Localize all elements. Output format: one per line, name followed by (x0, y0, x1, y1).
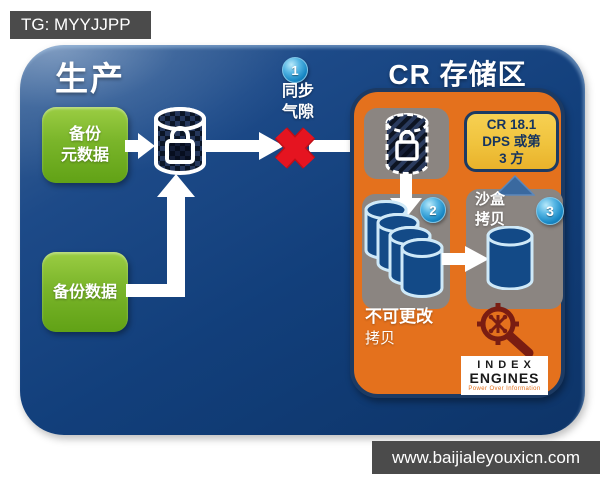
cr-storage-section-title: CR 存储区 (388, 59, 527, 90)
sandbox-label-line1: 沙盒 (475, 191, 506, 208)
tg-watermark-text: TG: MYYJJPP (21, 15, 131, 34)
arrow-data-to-vault-elbow (126, 174, 195, 297)
site-watermark-text: www.baijialeyouxicn.com (391, 447, 581, 467)
step-1-number: 1 (291, 62, 299, 78)
tg-watermark: TG: MYYJJPP (10, 11, 151, 39)
cr-software-line3: 3 方 (499, 151, 524, 166)
sandbox-copy-label: 沙盒 拷贝 (475, 190, 505, 230)
cr-vault-cylinder-icon (385, 113, 429, 175)
cr-software-line1: CR 18.1 (486, 117, 537, 132)
logo-tagline: Power Over Information (468, 386, 541, 392)
logo-name-line2: ENGINES (469, 370, 540, 386)
cr-storage-container: CR 18.1 DPS 或第 3 方 (350, 88, 565, 398)
backup-metadata-line1: 备份 (68, 126, 101, 143)
production-vault-cylinder-icon (154, 107, 206, 175)
red-x-icon (274, 127, 316, 169)
backup-data-box: 备份数据 (42, 252, 128, 332)
arrow-immutable-to-sandbox (442, 246, 489, 272)
arrow-vault-to-airgap (203, 132, 284, 160)
airgap-label-line2: 气隙 (281, 104, 314, 121)
step-2-number: 2 (429, 202, 437, 218)
backup-metadata-box: 备份 元数据 (42, 107, 128, 183)
cr-software-box: CR 18.1 DPS 或第 3 方 (464, 111, 559, 172)
cr-software-line2: DPS 或第 (482, 134, 541, 149)
immutable-caption-line2: 拷贝 (365, 330, 396, 347)
lock-icon (395, 130, 419, 161)
airgap-label: 同步 气隙 (276, 81, 320, 123)
step-badge-3: 3 (536, 197, 564, 225)
lock-icon (165, 126, 195, 164)
step-3-number: 3 (546, 203, 554, 219)
step-badge-2: 2 (420, 197, 446, 223)
immutable-copy-caption: 不可更改 拷贝 (365, 306, 433, 348)
index-engines-logo: INDEX ENGINES Power Over Information (461, 356, 548, 395)
arrow-metadata-to-vault (125, 133, 155, 159)
step-badge-1: 1 (282, 57, 308, 83)
sandbox-cylinder-icon (486, 226, 534, 290)
immutable-caption-line1: 不可更改 (365, 307, 433, 326)
airgap-label-line1: 同步 (281, 83, 314, 100)
immutable-copies-cylinders-icon (364, 200, 444, 298)
backup-data-label: 备份数据 (52, 283, 117, 301)
magnifier-gear-icon (477, 303, 534, 358)
logo-name-line1: INDEX (477, 359, 536, 371)
sandbox-label-line2: 拷贝 (475, 211, 506, 228)
production-section-title: 生产 (55, 60, 125, 97)
site-watermark: www.baijialeyouxicn.com (372, 441, 600, 474)
arrow-sandbox-to-software (495, 175, 535, 196)
backup-metadata-line2: 元数据 (60, 147, 109, 164)
